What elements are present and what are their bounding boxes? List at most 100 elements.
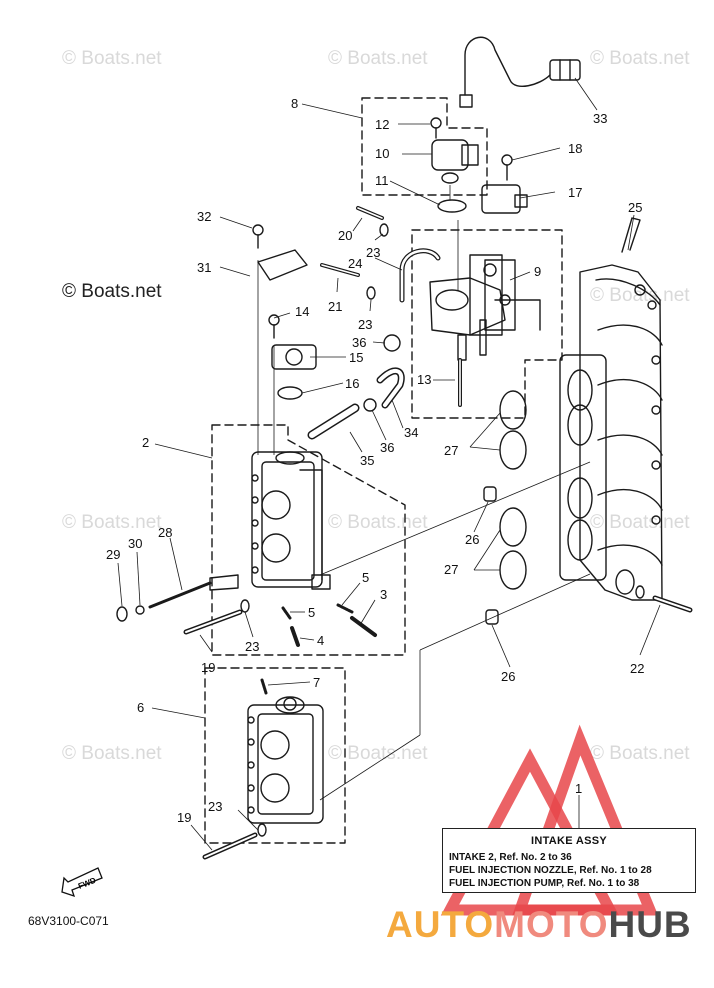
callout: 23 bbox=[358, 317, 373, 332]
cover-31 bbox=[257, 249, 308, 281]
screw-3 bbox=[350, 616, 377, 637]
washer-30 bbox=[135, 605, 145, 615]
callout: 5 bbox=[308, 605, 316, 620]
callout: 23 bbox=[245, 639, 260, 654]
group-8-box bbox=[361, 97, 488, 196]
screw-4 bbox=[290, 626, 300, 647]
watermark: © Boats.net bbox=[328, 743, 428, 764]
o-ring bbox=[437, 199, 467, 213]
washer bbox=[240, 599, 250, 613]
legend-row-label: INTAKE 2, bbox=[449, 852, 497, 863]
callout: 28 bbox=[158, 525, 173, 540]
washer bbox=[366, 286, 376, 300]
legend-row: FUEL INJECTION PUMP, Ref. No. 1 to 38 bbox=[449, 878, 639, 889]
wire-harness bbox=[459, 36, 581, 108]
callout: 31 bbox=[197, 260, 212, 275]
callout: 4 bbox=[317, 633, 325, 648]
callout: 32 bbox=[197, 209, 212, 224]
callout: 21 bbox=[328, 299, 343, 314]
brand-label: © Boats.net bbox=[62, 281, 162, 302]
callout: 30 bbox=[128, 536, 143, 551]
legend-row-label: FUEL INJECTION PUMP, bbox=[449, 878, 565, 889]
sensor-17 bbox=[481, 184, 528, 214]
callout: 27 bbox=[444, 562, 459, 577]
callout: 22 bbox=[630, 661, 645, 676]
callout: 19 bbox=[177, 810, 192, 825]
callout: 25 bbox=[628, 200, 643, 215]
callout: 23 bbox=[366, 245, 381, 260]
gasket bbox=[499, 430, 527, 470]
site-logo-part: MOTO bbox=[494, 904, 609, 945]
group-2-box bbox=[211, 424, 406, 656]
washer bbox=[379, 223, 389, 237]
bolt-32 bbox=[252, 224, 264, 249]
manifold bbox=[559, 217, 663, 601]
legend-row-ref: Ref. No. 2 to 36 bbox=[499, 852, 572, 863]
callout: 11 bbox=[375, 173, 389, 188]
callout: 23 bbox=[208, 799, 223, 814]
bolt-21 bbox=[320, 263, 360, 277]
callout: 15 bbox=[349, 350, 364, 365]
spring-7 bbox=[260, 678, 268, 695]
o-ring bbox=[277, 386, 303, 400]
callout: 3 bbox=[380, 587, 388, 602]
legend-title: INTAKE ASSY bbox=[530, 835, 608, 847]
legend-row-ref: Ref. No. 1 to 38 bbox=[567, 878, 640, 889]
watermark: © Boats.net bbox=[62, 48, 162, 69]
bolt-19 bbox=[202, 832, 258, 860]
bolt-19 bbox=[183, 609, 243, 635]
callout: 18 bbox=[568, 141, 583, 156]
spring-5 bbox=[281, 606, 292, 620]
callout: 36 bbox=[352, 335, 367, 350]
regulator bbox=[431, 139, 479, 184]
callout: 13 bbox=[417, 372, 432, 387]
sensor-15 bbox=[271, 344, 317, 370]
watermark: © Boats.net bbox=[328, 512, 428, 533]
group-6-box bbox=[204, 667, 346, 844]
callout: 9 bbox=[534, 264, 542, 279]
callout: 17 bbox=[568, 185, 583, 200]
bolt-20 bbox=[356, 206, 384, 220]
throttle-body-lower bbox=[247, 696, 324, 824]
gasket bbox=[499, 390, 527, 430]
washer bbox=[257, 823, 267, 837]
callout: 14 bbox=[295, 304, 310, 319]
callout: 26 bbox=[501, 669, 516, 684]
diagram-code: 68V3100-C071 bbox=[28, 914, 109, 928]
throttle-body-upper bbox=[251, 451, 331, 590]
callout: 12 bbox=[375, 117, 390, 132]
bolt-22 bbox=[615, 569, 693, 613]
callout: 34 bbox=[404, 425, 419, 440]
watermark: © Boats.net bbox=[590, 48, 690, 69]
legend-row: INTAKE 2, Ref. No. 2 to 36 bbox=[449, 852, 572, 863]
legend-box: INTAKE ASSY INTAKE 2, Ref. No. 2 to 36 F… bbox=[442, 828, 696, 893]
spring-5 bbox=[336, 603, 354, 614]
callout: 26 bbox=[465, 532, 480, 547]
callout: 29 bbox=[106, 547, 121, 562]
fuel-pump bbox=[429, 254, 541, 361]
watermark: © Boats.net bbox=[328, 48, 428, 69]
callout: 33 bbox=[593, 111, 608, 126]
watermark: © Boats.net bbox=[62, 512, 162, 533]
site-logo[interactable]: AUTOMOTOHUB bbox=[386, 904, 692, 946]
fwd-arrow-icon: FWD bbox=[61, 867, 103, 898]
watermark: © Boats.net bbox=[590, 743, 690, 764]
callout: 36 bbox=[380, 440, 395, 455]
spacer bbox=[483, 486, 497, 502]
callout: 20 bbox=[338, 228, 353, 243]
bolt-12 bbox=[430, 117, 442, 139]
site-logo-part: HUB bbox=[608, 904, 692, 945]
callout: 6 bbox=[137, 700, 145, 715]
spacer bbox=[485, 609, 499, 625]
bolt-14 bbox=[268, 314, 280, 339]
legend-row-label: FUEL INJECTION NOZZLE, bbox=[449, 865, 577, 876]
group-9-box bbox=[411, 229, 563, 419]
callout: 5 bbox=[362, 570, 370, 585]
gasket bbox=[499, 507, 527, 547]
site-logo-part: AUTO bbox=[386, 904, 495, 945]
end-29 bbox=[116, 606, 128, 622]
callout: 1 bbox=[575, 781, 583, 796]
rod-28 bbox=[148, 574, 239, 609]
callout: 35 bbox=[360, 453, 375, 468]
legend-row-ref: Ref. No. 1 to 28 bbox=[579, 865, 652, 876]
